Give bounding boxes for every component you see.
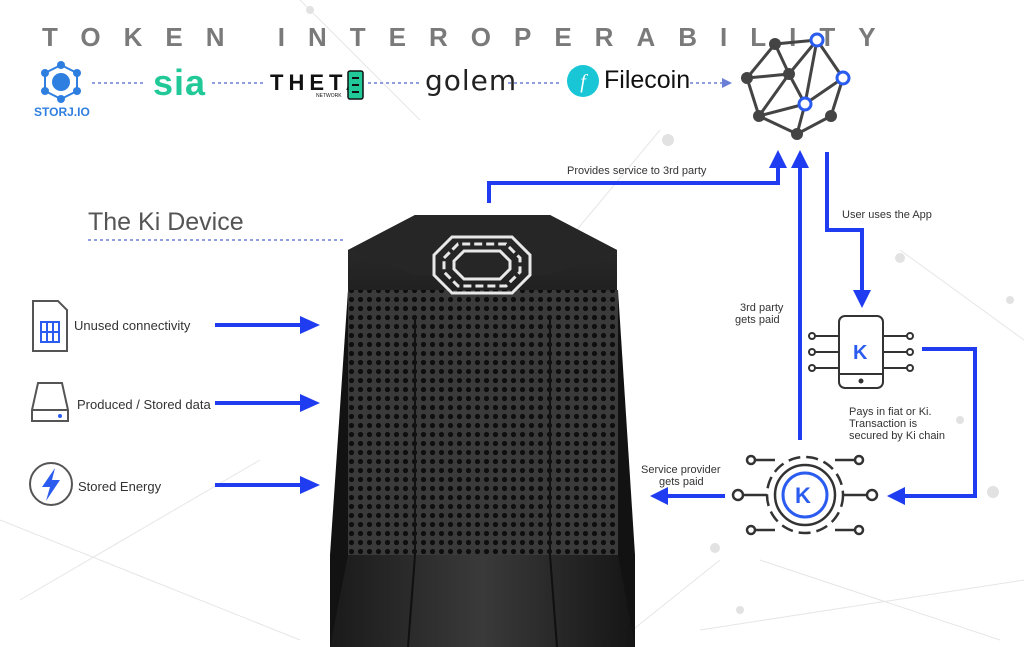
note-provider-paid-1: Service provider (641, 464, 721, 476)
phone-ki-mark: K (853, 342, 868, 364)
filecoin-logo-text: Filecoin (604, 66, 691, 94)
svg-text:f: f (580, 71, 588, 93)
input-label-energy: Stored Energy (78, 479, 162, 494)
ki-device (330, 215, 635, 647)
note-user-uses-app: User uses the App (842, 209, 932, 221)
device-title: The Ki Device (88, 208, 244, 236)
note-third-party-paid-2: gets paid (735, 314, 780, 326)
theta-logo-subtext: NETWORK (316, 93, 342, 99)
sia-logo-text: sia (153, 62, 207, 103)
note-pays-3: secured by Ki chain (849, 430, 945, 442)
note-provider-paid-2: gets paid (659, 476, 704, 488)
page-title: TOKEN INTEROPERABILITY (42, 22, 899, 52)
hard-drive-icon (31, 382, 69, 422)
note-pays-2: Transaction is (849, 418, 918, 430)
input-label-data: Produced / Stored data (77, 397, 211, 412)
note-provides-service: Provides service to 3rd party (567, 165, 707, 177)
phone-app-icon (808, 315, 914, 389)
theta-logo-text: THETA (270, 70, 367, 95)
golem-logo-text: golem (425, 64, 518, 97)
storj-logo-icon (41, 61, 81, 103)
input-label-connectivity: Unused connectivity (74, 318, 191, 333)
device-title-underline (88, 239, 346, 241)
storj-logo-text: STORJ.IO (34, 105, 90, 119)
network-globe-icon (741, 32, 851, 140)
filecoin-logo-icon: f (567, 65, 599, 97)
gear-ki-mark: K (795, 483, 811, 508)
note-third-party-paid-1: 3rd party (740, 302, 784, 314)
theta-token-icon (347, 70, 364, 100)
logo-connectors (92, 78, 732, 88)
sim-card-icon (32, 300, 68, 352)
ki-gear-icon (731, 454, 879, 536)
lightning-icon (29, 462, 73, 506)
note-pays-1: Pays in fiat or Ki. (849, 406, 932, 418)
